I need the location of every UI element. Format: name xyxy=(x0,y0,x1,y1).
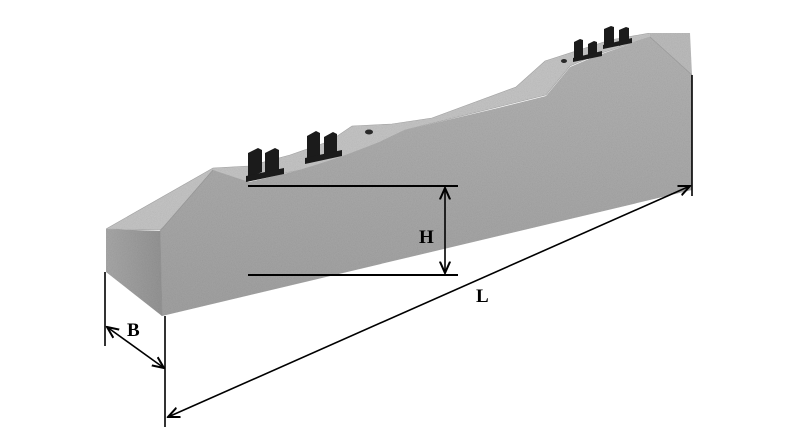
sleeper-right-end xyxy=(650,33,692,75)
dimension-lines xyxy=(104,75,693,427)
rail-clip-icon xyxy=(307,131,320,160)
rail-clip-icon xyxy=(604,26,614,47)
rail-clip-icon xyxy=(574,39,583,60)
height-label: H xyxy=(419,227,434,248)
sleeper-body xyxy=(104,32,692,316)
sleeper-end-face xyxy=(106,229,162,316)
rail-fastener-left-inner xyxy=(305,131,342,164)
bolt-hole-icon xyxy=(561,59,567,63)
rail-fastener-right-inner xyxy=(573,39,602,62)
bolt-hole-icon xyxy=(365,129,373,135)
width-label: B xyxy=(127,320,140,341)
rail-clip-icon xyxy=(248,148,262,178)
length-dimension-arrow xyxy=(168,186,690,417)
rail-fastener-right-outer xyxy=(603,26,632,49)
width-dimension-arrow xyxy=(107,327,164,368)
rail-fastener-left-outer xyxy=(246,148,284,182)
length-label: L xyxy=(476,286,489,307)
